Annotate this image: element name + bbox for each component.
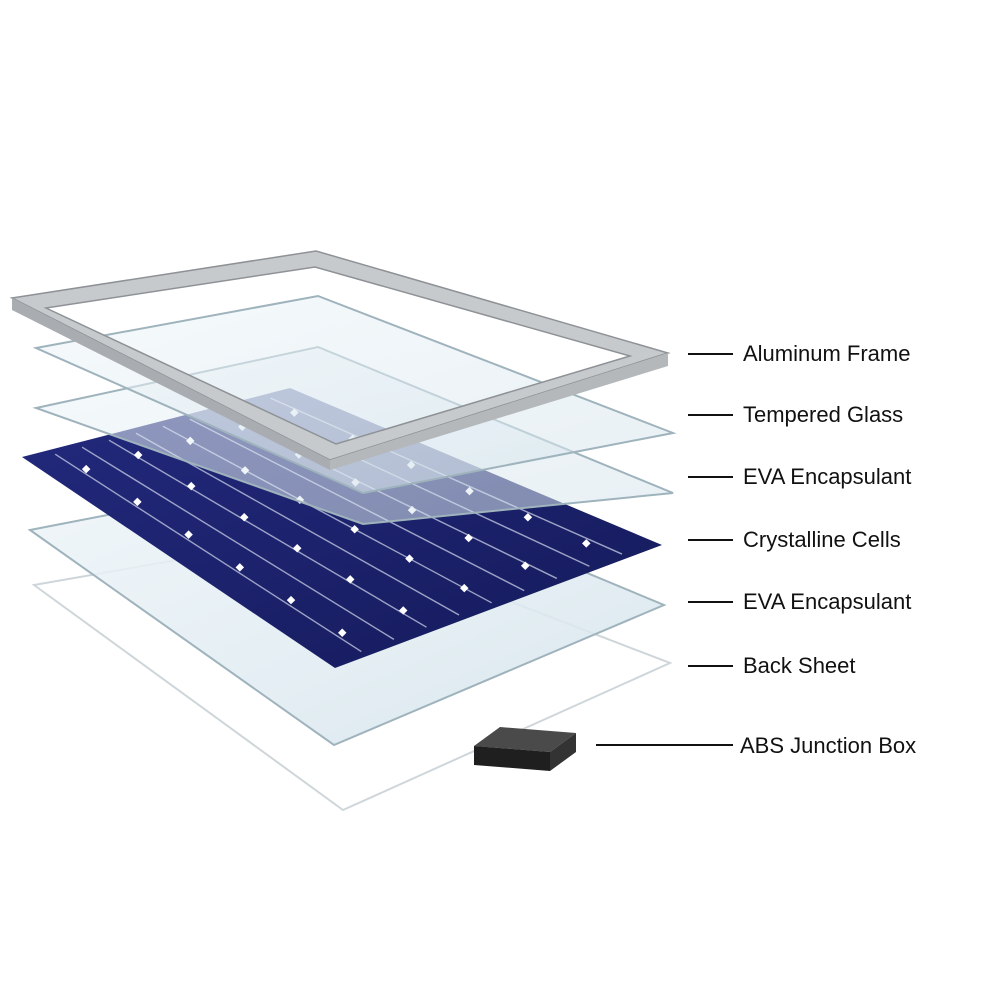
label-back-sheet: Back Sheet bbox=[743, 653, 856, 678]
label-eva-encapsulant-lower: EVA Encapsulant bbox=[743, 589, 912, 614]
label-abs-junction-box: ABS Junction Box bbox=[740, 733, 917, 758]
tempered-glass-layer bbox=[32, 294, 677, 495]
cell-corner-dot bbox=[405, 554, 414, 563]
cell-corner-dot bbox=[464, 533, 473, 543]
cell-corner-dot bbox=[521, 561, 530, 570]
cell-corner-dot bbox=[523, 513, 533, 522]
cell-corner-dot bbox=[350, 524, 359, 534]
cell-corner-dot bbox=[337, 628, 347, 638]
label-aluminum-frame: Aluminum Frame bbox=[743, 341, 911, 366]
junction-box bbox=[474, 727, 576, 771]
cell-corner-dot bbox=[398, 606, 408, 615]
cell-corner-dot bbox=[186, 481, 196, 491]
cell-corner-dot bbox=[582, 539, 591, 548]
aluminum-frame-layer bbox=[9, 250, 671, 470]
label-eva-encapsulant-upper: EVA Encapsulant bbox=[743, 464, 912, 489]
cell-corner-dot bbox=[286, 595, 296, 605]
label-crystalline-cells: Crystalline Cells bbox=[743, 527, 901, 552]
cell-corner-dot bbox=[460, 583, 469, 593]
cell-corner-dot bbox=[345, 575, 355, 584]
cell-corner-dot bbox=[133, 497, 142, 507]
cell-bus-line bbox=[54, 453, 362, 653]
cell-corner-dot bbox=[133, 450, 143, 460]
cell-bus-line bbox=[108, 439, 427, 628]
cell-bus-line bbox=[81, 446, 395, 640]
cell-corner-dot bbox=[292, 544, 302, 553]
cell-corner-dot bbox=[81, 464, 91, 474]
label-tempered-glass: Tempered Glass bbox=[743, 402, 904, 427]
